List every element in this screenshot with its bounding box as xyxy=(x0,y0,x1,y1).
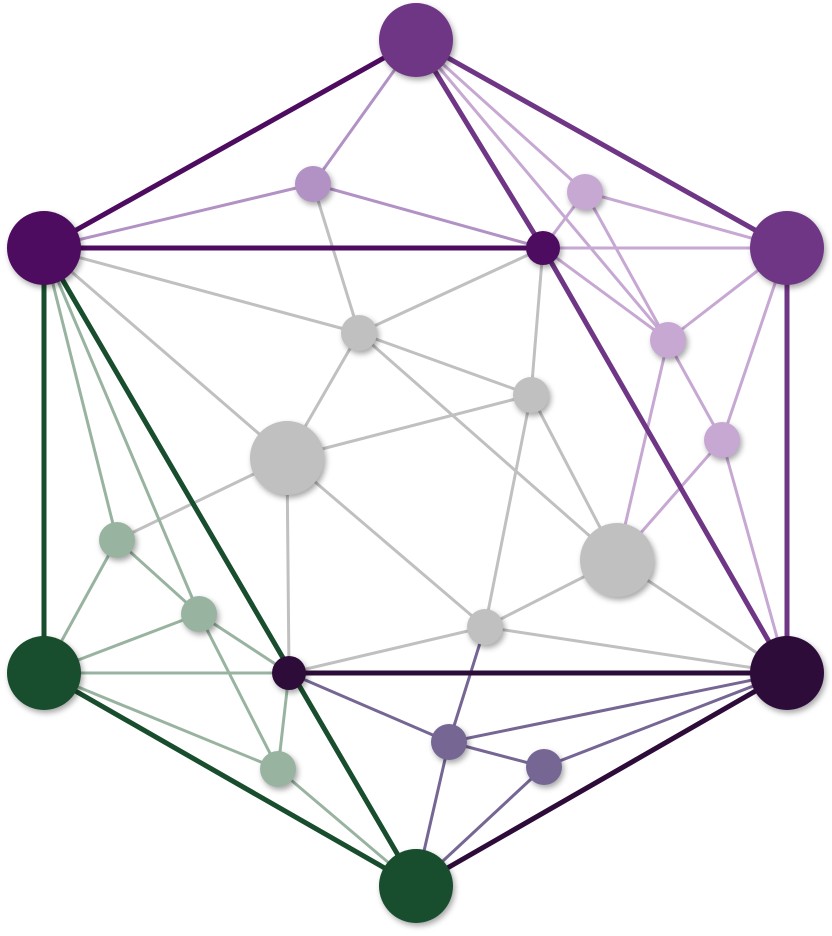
edge-top-to-upper-left xyxy=(41,37,419,251)
edge-top-to-lilac-top-right xyxy=(414,38,587,194)
node-gray-right xyxy=(513,377,549,413)
node-lower-right xyxy=(750,636,824,710)
node-slate-left xyxy=(431,724,467,760)
edge-lower-left-to-bottom xyxy=(41,670,419,889)
node-lilac-low xyxy=(704,422,740,458)
edge-sage-upper-to-sage-mid xyxy=(115,538,201,616)
node-lilac-mid xyxy=(650,322,686,358)
node-sage-low xyxy=(260,751,296,787)
node-hub-upper xyxy=(526,231,560,265)
edge-slate-right-to-lower-right xyxy=(542,671,789,769)
edge-sage-mid-to-sage-low xyxy=(197,612,280,771)
edge-top-to-upper-right xyxy=(413,37,790,251)
edge-upper-left-to-sage-upper xyxy=(42,246,119,542)
edge-hub-upper-to-gray-right xyxy=(529,246,545,397)
edge-top-to-lilac-mid xyxy=(414,38,670,342)
edge-upper-left-to-sage-mid xyxy=(42,246,201,616)
node-gray-bottom xyxy=(467,609,503,645)
node-gray-top xyxy=(341,315,377,351)
node-top xyxy=(379,3,453,77)
edge-upper-left-to-lilac-top-left xyxy=(42,182,315,250)
edge-gray-top-to-gray-right xyxy=(357,331,533,397)
edge-gray-bottom-to-slate-left xyxy=(447,625,487,744)
edge-lilac-low-to-lower-right xyxy=(720,438,789,675)
node-sage-upper xyxy=(99,522,135,558)
node-hub-lower xyxy=(272,656,306,690)
edge-slate-left-to-lower-right xyxy=(447,671,789,744)
edge-gray-top-to-gray-big-right xyxy=(357,331,619,562)
edge-lilac-top-left-to-gray-top xyxy=(311,182,361,335)
node-upper-left xyxy=(7,211,81,285)
edge-gray-big-left-to-gray-bottom xyxy=(285,456,487,629)
node-gray-big-left xyxy=(250,421,324,495)
node-lower-left xyxy=(7,636,81,710)
edge-hub-upper-to-lilac-mid xyxy=(541,246,670,342)
edge-lower-left-to-sage-low xyxy=(42,671,280,771)
edge-lilac-top-left-to-hub-upper xyxy=(311,182,545,250)
nodes-layer xyxy=(7,3,824,923)
edge-gray-right-to-gray-bottom xyxy=(483,393,533,629)
edge-top-to-hub-upper xyxy=(413,37,546,251)
edge-hub-lower-to-slate-left xyxy=(287,671,451,744)
node-slate-right xyxy=(526,749,562,785)
edge-gray-bottom-to-hub-lower xyxy=(287,625,487,675)
edge-bottom-to-lower-right xyxy=(413,670,790,889)
edge-lilac-mid-to-gray-big-right xyxy=(615,338,670,562)
edge-lilac-top-right-to-lilac-low xyxy=(583,190,724,442)
edge-hub-upper-to-gray-top xyxy=(357,246,545,335)
edge-gray-big-left-to-gray-right xyxy=(285,393,533,460)
edge-upper-left-to-bottom xyxy=(41,245,419,889)
edge-hub-upper-to-lower-right xyxy=(540,245,790,676)
bold-edges-layer xyxy=(41,37,790,889)
node-upper-right xyxy=(750,211,824,285)
edge-upper-left-to-gray-top xyxy=(42,246,361,335)
node-sage-mid xyxy=(181,596,217,632)
node-gray-big-right xyxy=(580,523,654,597)
node-lilac-top-right xyxy=(567,174,603,210)
edge-gray-bottom-to-lower-right xyxy=(483,625,789,675)
edge-upper-left-to-gray-big-left xyxy=(42,246,289,460)
node-bottom xyxy=(379,849,453,923)
node-lilac-top-left xyxy=(295,166,331,202)
